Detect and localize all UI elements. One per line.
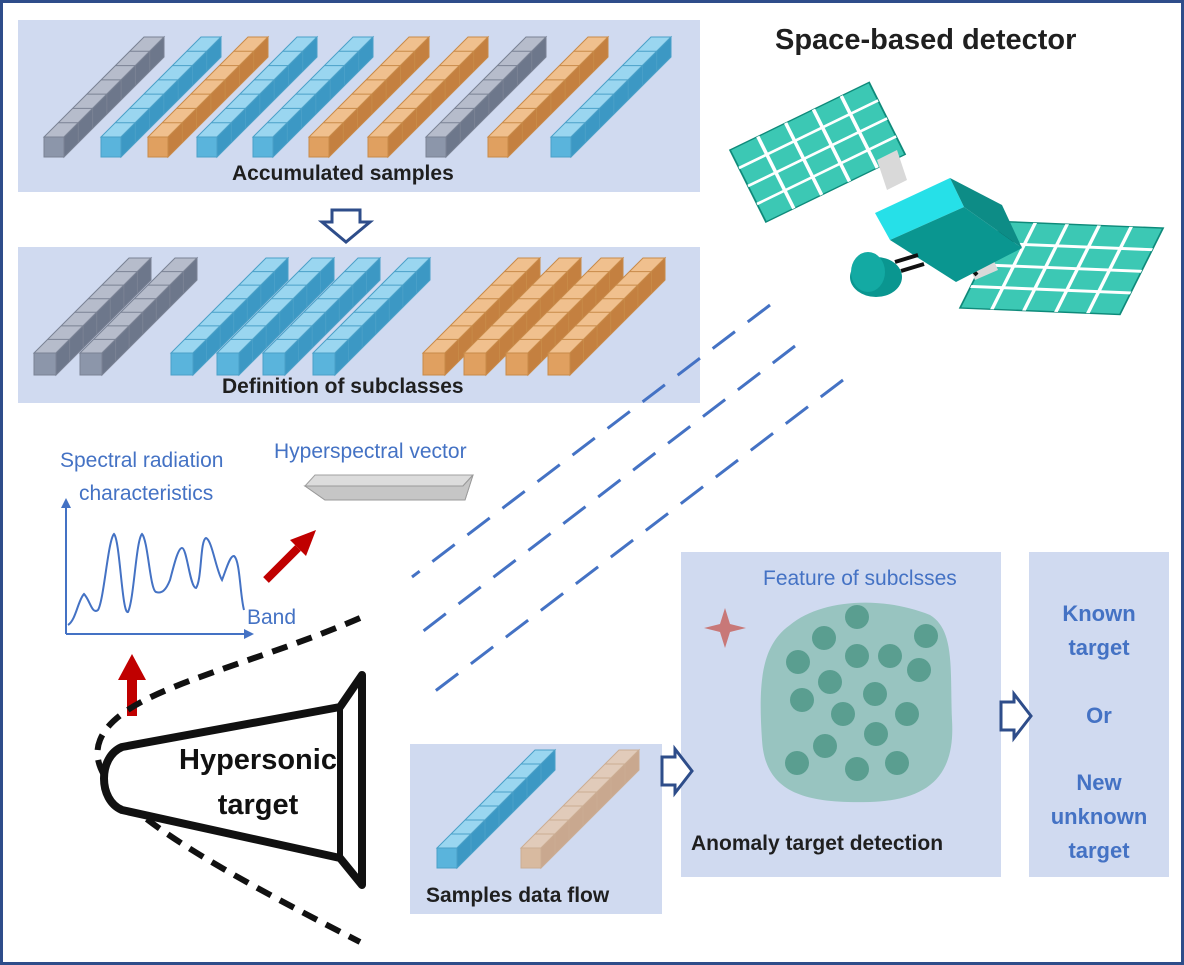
- blue-sample-prism: [261, 256, 382, 377]
- cluster-point: [845, 757, 869, 781]
- cluster-point: [845, 644, 869, 668]
- known-line2: target: [1068, 635, 1130, 660]
- orange-sample-prism: [519, 748, 641, 870]
- feature-cluster: [760, 602, 953, 803]
- spectrum-chart: [61, 498, 254, 639]
- detection-beams: [411, 303, 844, 697]
- cluster-points: [785, 605, 938, 781]
- orange-sample-prism: [307, 35, 431, 159]
- cluster-point: [878, 644, 902, 668]
- cluster-point: [863, 682, 887, 706]
- blue-sample-prism: [311, 256, 432, 377]
- spectrum-x-label: Band: [247, 606, 297, 629]
- satellite-connector: [877, 150, 907, 190]
- anomaly-star-icon: [704, 608, 746, 648]
- subclasses-label: Definition of subclasses: [222, 375, 464, 398]
- page-title: Space-based detector: [775, 24, 1077, 56]
- red-arrow-icon: [118, 654, 146, 716]
- blue-sample-prism: [435, 748, 557, 870]
- cluster-point: [895, 702, 919, 726]
- cluster-point: [885, 751, 909, 775]
- gray-sample-prism: [42, 35, 166, 159]
- orange-sample-prism: [146, 35, 270, 159]
- blue-sample-prism: [251, 35, 375, 159]
- accumulated-samples-label: Accumulated samples: [232, 162, 454, 185]
- known-line1: Known: [1062, 601, 1136, 626]
- new-line2: unknown: [1050, 804, 1148, 829]
- cluster-point: [914, 624, 938, 648]
- gray-sample-prism: [424, 35, 548, 159]
- beam-line: [411, 303, 771, 579]
- satellite-body-side: [890, 207, 1022, 282]
- orange-sample-prism: [462, 256, 583, 377]
- solar-panel-left: [728, 81, 907, 223]
- target-label-line2: target: [217, 789, 299, 821]
- beam-line: [421, 344, 796, 634]
- hollow-right-arrow-icon: [660, 744, 694, 798]
- blue-sample-prism: [215, 256, 336, 377]
- accumulated-samples-group: [42, 35, 673, 159]
- cluster-point: [790, 688, 814, 712]
- new-line3: target: [1068, 838, 1130, 863]
- orange-sample-prism: [366, 35, 490, 159]
- hollow-right-arrow-icon: [999, 689, 1033, 743]
- flow-samples-group: [435, 748, 641, 870]
- hollow-down-arrow-icon: [317, 208, 375, 244]
- feature-label: Feature of subclsses: [763, 567, 957, 590]
- spectrum-curve: [67, 532, 245, 626]
- satellite-icon: [728, 81, 1165, 316]
- target-label-line1: Hypersonic: [179, 744, 337, 776]
- cluster-point: [786, 650, 810, 674]
- hyperspectral-vector-label: Hyperspectral vector: [274, 440, 467, 463]
- cluster-point: [813, 734, 837, 758]
- orange-sample-prism: [546, 256, 667, 377]
- blue-sample-prism: [99, 35, 223, 159]
- blue-sample-prism: [549, 35, 673, 159]
- spectrum-title-line1: Spectral radiation: [60, 449, 224, 472]
- blue-sample-prism: [169, 256, 290, 377]
- result-panel: [1029, 552, 1169, 877]
- gray-sample-prism: [32, 256, 153, 377]
- cluster-point: [785, 751, 809, 775]
- cluster-point: [845, 605, 869, 629]
- orange-sample-prism: [486, 35, 610, 159]
- gray-sample-prism: [78, 256, 199, 377]
- spectrum-title-line2: characteristics: [79, 482, 214, 505]
- orange-sample-prism: [421, 256, 542, 377]
- subclass-samples-group: [32, 256, 667, 377]
- cluster-point: [907, 658, 931, 682]
- cluster-point: [864, 722, 888, 746]
- hypersonic-target-icon: [94, 615, 366, 945]
- satellite-body-front: [875, 178, 964, 240]
- samples-flow-label: Samples data flow: [426, 884, 610, 907]
- cluster-point: [818, 670, 842, 694]
- hyperspectral-vector-icon: [303, 474, 475, 501]
- new-line1: New: [1076, 770, 1122, 795]
- blue-sample-prism: [195, 35, 319, 159]
- red-arrow-icon: [263, 530, 316, 583]
- cluster-point: [812, 626, 836, 650]
- cluster-point: [831, 702, 855, 726]
- anomaly-detection-label: Anomaly target detection: [691, 832, 944, 855]
- or-label: Or: [1086, 703, 1112, 728]
